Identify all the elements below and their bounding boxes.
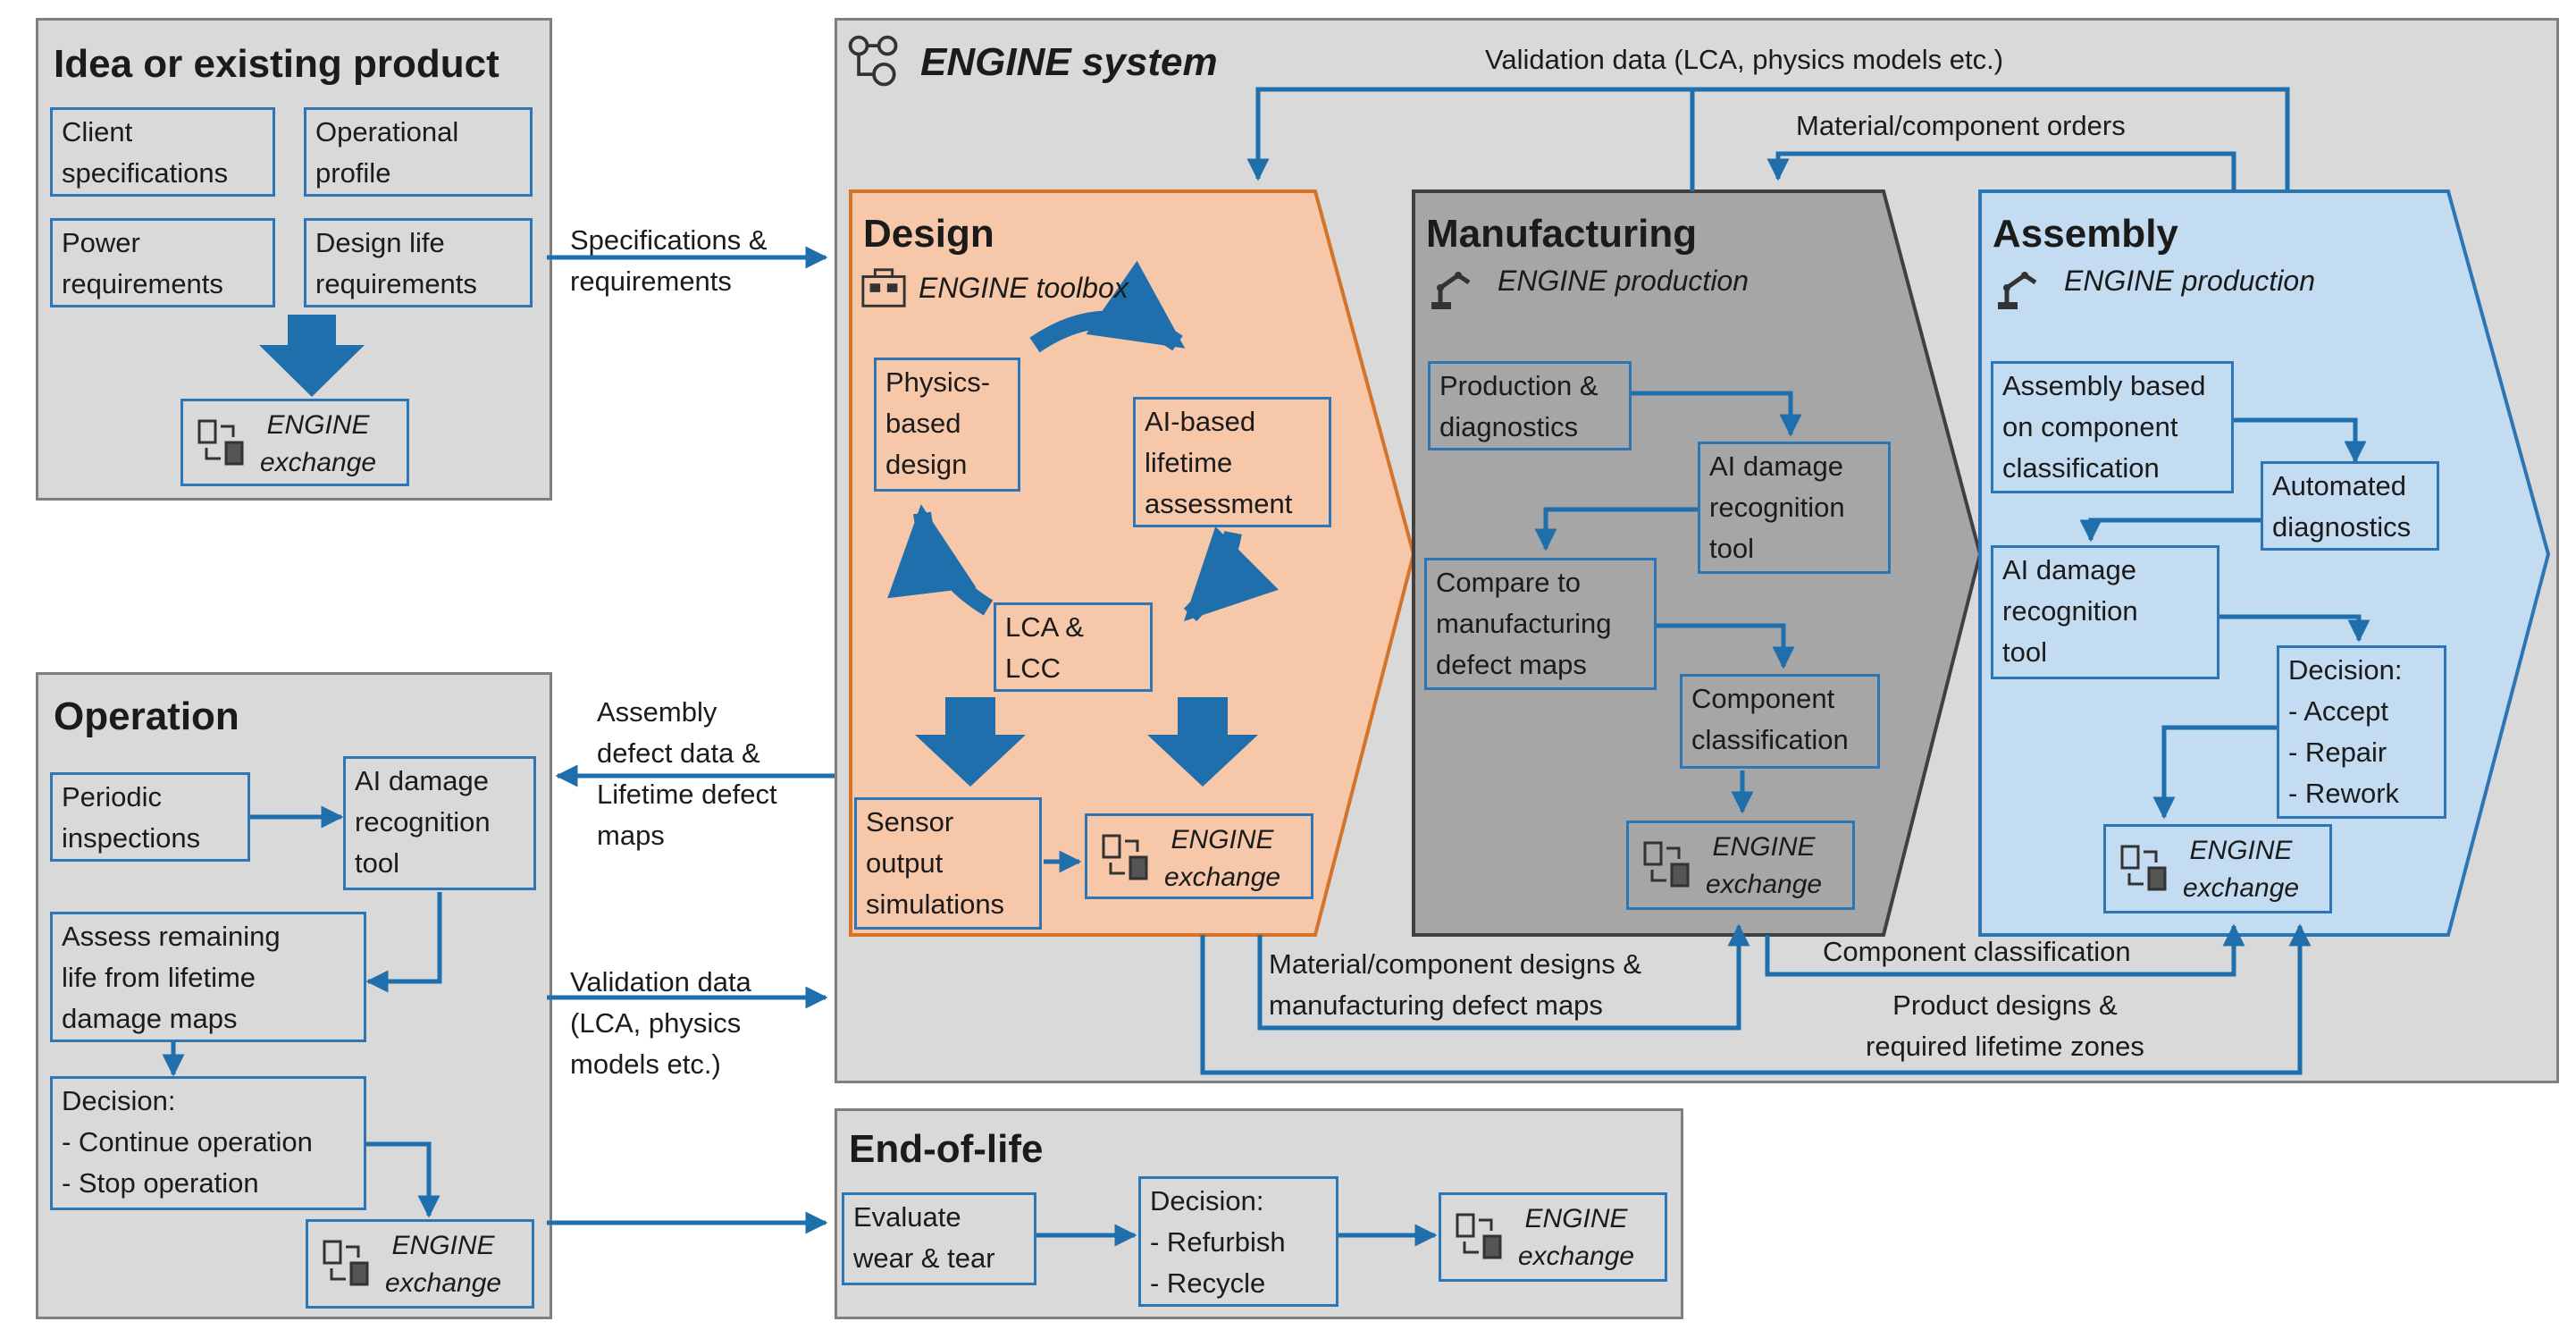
robot-arm-icon [1431, 272, 1471, 309]
periodic-inspections-box: Periodic inspections [50, 772, 250, 862]
exchange-label: ENGINE exchange [385, 1231, 502, 1298]
lca-lcc-analysis-box: LCA & LCC analysis [994, 602, 1153, 692]
exchange-label: ENGINE exchange [1518, 1204, 1635, 1271]
manufacturing-title: Manufacturing [1426, 212, 1698, 256]
exchange-icon [1643, 841, 1690, 888]
evaluate-wear-tear-box: Evaluate wear & tear [842, 1192, 1036, 1285]
exchange-label: ENGINE exchange [2183, 836, 2300, 903]
exchange-label: ENGINE exchange [1164, 825, 1281, 892]
product-designs-line [1200, 923, 2312, 1075]
validation-op-label: Validation data (LCA, physics models etc… [570, 966, 751, 1080]
design-life-requirements-box: Design life requirements [304, 218, 533, 307]
manufacturing-stage-shape [1412, 189, 1983, 937]
exchange-label: ENGINE exchange [1706, 832, 1823, 899]
end-of-life-title: End-of-life [849, 1127, 1044, 1171]
design-subtitle: ENGINE toolbox [919, 272, 1129, 304]
compare-defect-maps-box: Compare to manufacturing defect maps [1424, 558, 1657, 690]
production-to-ai-arrow [1632, 391, 1802, 437]
ai-damage-recognition-box: AI damage recognition tool [1698, 442, 1891, 574]
eol-decision-box: Decision: - Refurbish - Recycle [1138, 1176, 1338, 1307]
idea-title: Idea or existing product [54, 42, 499, 86]
design-title: Design [863, 212, 994, 256]
cycle-arrow-lca-to-physics [887, 504, 994, 616]
component-classification-line [1765, 923, 2245, 977]
decision-to-exchange-arrow [2152, 725, 2277, 820]
operation-title: Operation [54, 694, 239, 738]
ai-to-compare-arrow [1534, 507, 1698, 551]
idea-engine-exchange: ENGINE exchange [180, 399, 409, 486]
exchange-icon [1456, 1213, 1502, 1259]
lca-to-sensor-block-arrow [915, 697, 1026, 787]
automated-to-ai-arrow [2079, 518, 2261, 543]
exchange-icon [2120, 845, 2167, 891]
operation-engine-exchange: ENGINE exchange [306, 1219, 534, 1309]
design-engine-exchange: ENGINE exchange [1085, 813, 1313, 899]
exchange-icon [323, 1240, 369, 1286]
decision-to-exchange-op-arrow [366, 1141, 441, 1218]
physics-based-design-box: Physics- based design [874, 358, 1020, 492]
product-designs-label: Product designs & required lifetime zone… [1866, 989, 2144, 1062]
ai-to-decision-arrow [2219, 614, 2370, 643]
idea-panel [36, 18, 552, 501]
operation-ai-damage-box: AI damage recognition tool [343, 756, 536, 890]
component-classification-box: Component classification [1680, 674, 1880, 769]
automated-diagnostics-box: Automated diagnostics [2261, 461, 2439, 551]
production-diagnostics-box: Production & diagnostics [1428, 361, 1632, 450]
eol-engine-exchange: ENGINE exchange [1439, 1192, 1667, 1282]
manufacturing-subtitle: ENGINE production [1498, 265, 1749, 297]
toolbox-icon [861, 268, 906, 307]
assembly-decision-box: Decision: - Accept - Repair - Rework [2277, 645, 2446, 819]
lca-to-exchange-block-arrow [1147, 697, 1258, 787]
assembly-stage-shape [1978, 189, 2551, 937]
operation-panel [36, 672, 552, 1319]
client-specifications-box: Client specifications [50, 107, 275, 197]
robot-arm-icon [1998, 272, 2037, 309]
component-classification-label: Component classification [1823, 936, 2131, 967]
assembly-title: Assembly [1993, 212, 2178, 256]
material-designs-label: Material/component designs & manufacturi… [1269, 948, 1642, 1021]
power-requirements-box: Power requirements [50, 218, 275, 307]
assembly-to-automated-arrow [2234, 417, 2367, 464]
assembly-ai-damage-box: AI damage recognition tool [1991, 545, 2219, 679]
validation-top-label: Validation data (LCA, physics models etc… [1485, 44, 2004, 75]
idea-to-exchange-block-arrow [259, 315, 365, 397]
compare-to-classification-arrow [1657, 623, 1795, 669]
sensor-output-simulations-box: Sensor output simulations [854, 797, 1042, 930]
material-designs-line [1257, 923, 1750, 1031]
assembly-subtitle: ENGINE production [2064, 265, 2316, 297]
manufacturing-engine-exchange: ENGINE exchange [1626, 821, 1855, 910]
cycle-arrow-ai-to-lca [1183, 526, 1279, 622]
assembly-classification-box: Assembly based on component classificati… [1991, 361, 2234, 493]
cycle-arrow-physics-to-ai [1029, 260, 1186, 353]
material-orders-label: Material/component orders [1796, 110, 2126, 141]
material-orders-line [1766, 151, 2236, 191]
operational-profile-box: Operational profile [304, 107, 533, 197]
assembly-defect-label: Assembly defect data & Lifetime defect m… [597, 696, 777, 851]
specs-label: Specifications & requirements [570, 224, 768, 297]
assembly-engine-exchange: ENGINE exchange [2103, 824, 2332, 913]
operation-decision-box: Decision: - Continue operation - Stop op… [50, 1076, 366, 1210]
validation-top-line [1246, 87, 2290, 191]
exchange-icon [197, 419, 244, 466]
assess-remaining-life-box: Assess remaining life from lifetime dama… [50, 912, 366, 1042]
engine-system-title: ENGINE system [920, 40, 1218, 84]
gears-icon [848, 35, 898, 87]
exchange-icon [1102, 834, 1148, 880]
ai-to-assess-arrow [365, 892, 442, 993]
ai-lifetime-assessment-box: AI-based lifetime assessment [1133, 397, 1331, 527]
exchange-label: ENGINE exchange [260, 410, 377, 477]
